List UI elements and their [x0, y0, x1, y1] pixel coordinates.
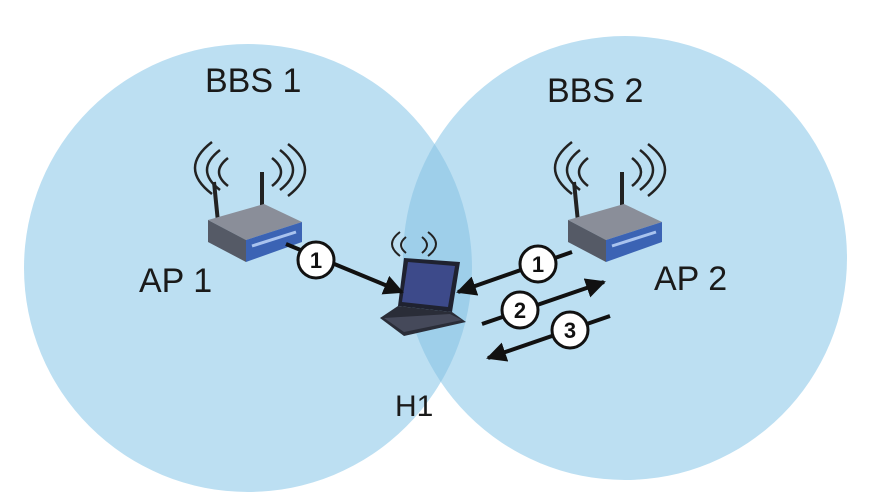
host-h1-laptop-icon: [380, 231, 466, 336]
host-h1-label: H1: [395, 390, 433, 423]
bss-2-label: BBS 2: [547, 72, 643, 110]
bss-2-coverage-circle: [403, 36, 847, 480]
step-2-badge: 2: [500, 290, 540, 330]
step-label: 3: [564, 318, 576, 343]
bss-1-label: BBS 1: [205, 62, 301, 100]
ap-2-router-icon: [553, 141, 667, 262]
step-label: 2: [514, 298, 526, 323]
step-1-badge-right: 1: [518, 244, 558, 284]
step-label: 1: [310, 248, 322, 273]
ap-1-label: AP 1: [139, 262, 212, 300]
step-label: 1: [532, 252, 544, 277]
step-1-badge-left: 1: [296, 240, 336, 280]
ap-2-label: AP 2: [654, 260, 727, 298]
step-3-arrow-ap2-to-h1: [486, 314, 611, 362]
bss-1-coverage-circle: [24, 44, 472, 492]
step-3-badge: 3: [550, 310, 590, 350]
ap-1-router-icon: [193, 141, 307, 262]
